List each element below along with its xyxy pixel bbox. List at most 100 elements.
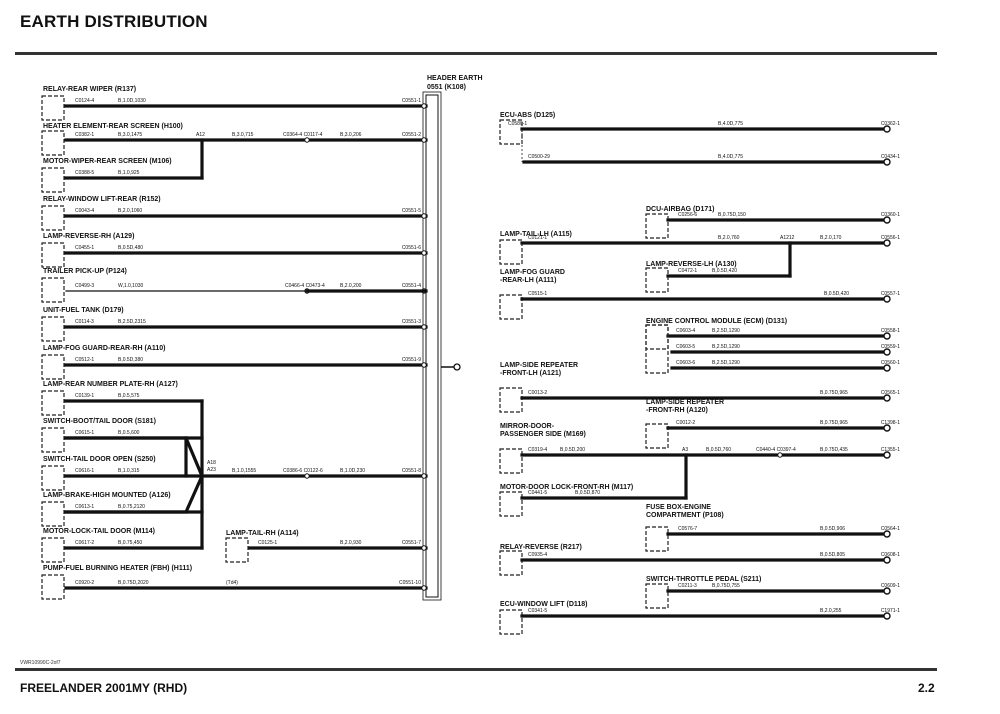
left-10-junction-point [304,473,310,479]
right-7-ring-terminal [883,348,891,356]
right-7-wire-spec: B,2.5D,1290 [712,344,740,350]
right-3-wire-spec: B,2.0,760 [718,235,740,241]
left-12-component [41,537,65,563]
right-10-connector: C0012-2 [676,420,695,426]
right-15-ring-terminal [883,587,891,595]
right-5-label-line-2: -REAR-LH (A111) [500,277,556,284]
right-1-connector: C0500-29 [528,154,550,160]
left-13-pin: C0551-7 [402,540,421,546]
right-11-junction-point [777,452,783,458]
left-5-component [41,277,65,303]
right-10-component [645,423,669,449]
left-14-pin: C0551-10 [399,580,421,586]
left-1-wire-spec-3: B,3.0,206 [340,132,362,138]
right-12-wire-spec: B,0.5D,870 [575,490,600,496]
left-3-connector: C0043-4 [75,208,94,214]
right-5-pin: C0557-1 [881,291,900,297]
left-10-pin: C0551-8 [402,468,421,474]
left-10-splice: A18 [207,460,216,466]
left-0-pin: C0551-1 [402,98,421,104]
right-15-label: SWITCH-THROTTLE PEDAL (S211) [646,576,761,583]
left-14-wire-spec: B,0.75D,2020 [118,580,149,586]
right-9-label-line-1: LAMP-SIDE REPEATER [500,362,578,369]
right-11-wire-spec: B,0.5D,200 [560,447,585,453]
left-2-connector: C0388-5 [75,170,94,176]
doc-reference: VWR10990C-2of7 [20,660,61,666]
header-earth-frame [422,91,442,601]
right-6-pin: C0558-1 [881,328,900,334]
right-7-pin: C0559-1 [881,344,900,350]
left-6-pin-point [421,324,427,330]
left-11-diagonal [184,475,204,513]
right-13-connector: C0576-7 [678,526,697,532]
right-10-ring-terminal [883,424,891,432]
left-10-splice-2: A23 [207,467,216,473]
right-14-ring-terminal [883,556,891,564]
right-11-component [499,448,523,474]
right-6-wire-spec: B,2.5D,1290 [712,328,740,334]
right-1-ring-terminal [883,158,891,166]
right-9-ring-terminal [883,394,891,402]
right-9-wire-spec: B,0.75D,965 [820,390,848,396]
left-10-pin-point [421,473,427,479]
right-4-component [645,267,669,293]
left-5-connector: C0499-3 [75,283,94,289]
left-2-component [41,167,65,193]
left-5-wire-spec: W,1.0,1030 [118,283,144,289]
right-5-connector: C0515-1 [528,291,547,297]
right-11-wire-spec-3: B,0.75D,435 [820,447,848,453]
right-3-label: LAMP-TAIL-LH (A115) [500,231,572,238]
right-5-label-line-1: LAMP-FOG GUARD [500,269,565,276]
left-11-connector: C0613-1 [75,504,94,510]
right-2-ring-terminal [883,216,891,224]
right-7-connector: C0603-5 [676,344,695,350]
left-3-component [41,205,65,231]
right-4-wire-spec: B,0.5D,420 [712,268,737,274]
left-0-wire-spec: B,1.0D,1030 [118,98,146,104]
left-1-pin-point [421,137,427,143]
left-1-pin: C0551-2 [402,132,421,138]
right-9-connector: C0013-2 [528,390,547,396]
right-11-junction: C0440-4 C0397-4 [756,447,796,453]
left-3-wire-spec: B,2.0,1060 [118,208,142,214]
left-7-wire-spec: B,0.5D,380 [118,357,143,363]
left-4-label: LAMP-REVERSE-RH (A129) [43,233,134,240]
left-1-wire-spec-2: B,3.0,715 [232,132,254,138]
left-6-wire-spec: B,2.5D,2315 [118,319,146,325]
right-13-ring-terminal [883,530,891,538]
left-4-pin-point [421,250,427,256]
right-3-pin: C0556-1 [881,235,900,241]
right-14-connector: C0935-4 [528,552,547,558]
left-5-junction: C0466-4 C0473-4 [285,283,325,289]
right-0-connector: C0580-1 [508,121,527,127]
left-1-junction-point [304,137,310,143]
right-0-pin: C0362-1 [881,121,900,127]
left-0-component [41,95,65,121]
left-11-component [41,501,65,527]
left-8-wire-spec: B,0.5,575 [118,393,140,399]
left-7-pin: C0551-9 [402,357,421,363]
left-1-connector: C0382-1 [75,132,94,138]
right-11-ring-terminal [883,451,891,459]
right-5-component [499,294,523,320]
left-10-junction: C0386-6 C0122-6 [283,468,323,474]
right-4-connector: C0472-1 [678,268,697,274]
left-6-connector: C0114-3 [75,319,94,325]
left-10-label: SWITCH-TAIL DOOR OPEN (S250) [43,456,156,463]
right-10-label-line-1: LAMP-SIDE REPEATER [646,399,724,406]
right-3-component [499,239,523,265]
right-11-pin: C1355-1 [881,447,900,453]
header-earth-block: HEADER EARTH 0551 (K108) [422,75,483,601]
right-2-component [645,213,669,239]
right-16-wire-spec: B,2.0,255 [820,608,842,614]
left-14-component [41,574,65,600]
left-10-wire-spec-2: B,1.0,1555 [232,468,256,474]
right-8-ring-terminal [883,364,891,372]
right-14-label: RELAY-REVERSE (R217) [500,544,582,551]
right-16-component [499,609,523,635]
left-6-label: UNIT-FUEL TANK (D179) [43,307,124,314]
right-4-label: LAMP-REVERSE-LH (A130) [646,261,737,268]
right-0-ring-terminal [883,125,891,133]
